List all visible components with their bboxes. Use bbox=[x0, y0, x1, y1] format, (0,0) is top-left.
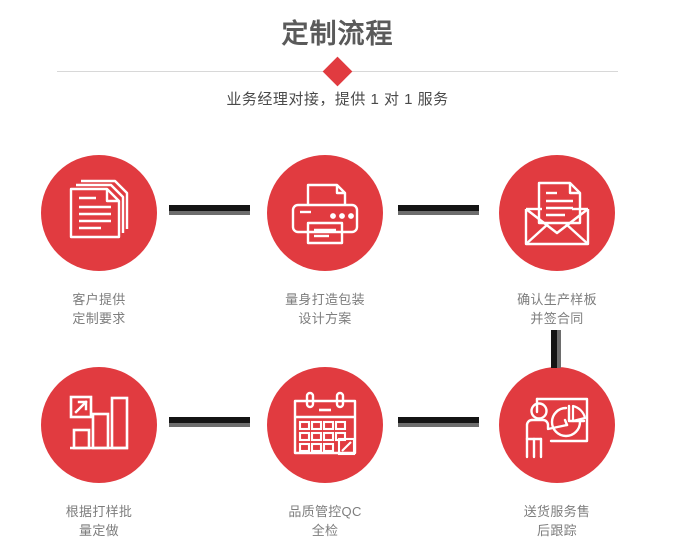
connector-bar-dark bbox=[169, 417, 250, 423]
connector-bar-shadow bbox=[169, 423, 250, 427]
flow-step-4: 根据打样批 量定做 bbox=[19, 367, 179, 540]
flow-step-label: 确认生产样板 并签合同 bbox=[517, 292, 597, 326]
flow-step-label: 客户提供 定制要求 bbox=[72, 292, 126, 326]
connector-step1-step2 bbox=[169, 205, 250, 215]
connector-step5-step6 bbox=[398, 417, 479, 427]
connector-bar-shadow bbox=[557, 330, 561, 368]
printer-icon bbox=[267, 155, 383, 271]
flow-step-5: 品质管控QC 全检 bbox=[245, 367, 405, 540]
connector-step4-step5 bbox=[169, 417, 250, 427]
flow-step-label: 送货服务售 后跟踪 bbox=[523, 504, 591, 538]
page-header: 定制流程 业务经理对接，提供 1 对 1 服务 bbox=[0, 0, 675, 132]
connector-bar-dark bbox=[398, 417, 479, 423]
connector-bar-shadow bbox=[398, 211, 479, 215]
connector-bar-shadow bbox=[169, 211, 250, 215]
flow-step-label: 根据打样批 量定做 bbox=[65, 504, 133, 538]
documents-stack-icon bbox=[41, 155, 157, 271]
flow-step-label: 品质管控QC 全检 bbox=[288, 504, 362, 538]
connector-bar-dark bbox=[551, 330, 557, 368]
connector-step2-step3 bbox=[398, 205, 479, 215]
connector-bar-shadow bbox=[398, 423, 479, 427]
envelope-letter-icon bbox=[499, 155, 615, 271]
connector-step3-step4 bbox=[551, 330, 561, 368]
flow-step-1: 客户提供 定制要求 bbox=[19, 155, 179, 328]
connector-bar-dark bbox=[398, 205, 479, 211]
flow-step-2: 量身打造包装 设计方案 bbox=[245, 155, 405, 328]
presentation-person-icon bbox=[499, 367, 615, 483]
calendar-check-icon bbox=[267, 367, 383, 483]
flow-step-6: 送货服务售 后跟踪 bbox=[477, 367, 637, 540]
flow-step-3: 确认生产样板 并签合同 bbox=[477, 155, 637, 328]
connector-bar-dark bbox=[169, 205, 250, 211]
bar-chart-growth-icon bbox=[41, 367, 157, 483]
flow-step-label: 量身打造包装 设计方案 bbox=[285, 292, 365, 326]
page-subtitle: 业务经理对接，提供 1 对 1 服务 bbox=[226, 91, 449, 108]
page-title: 定制流程 bbox=[281, 19, 394, 49]
